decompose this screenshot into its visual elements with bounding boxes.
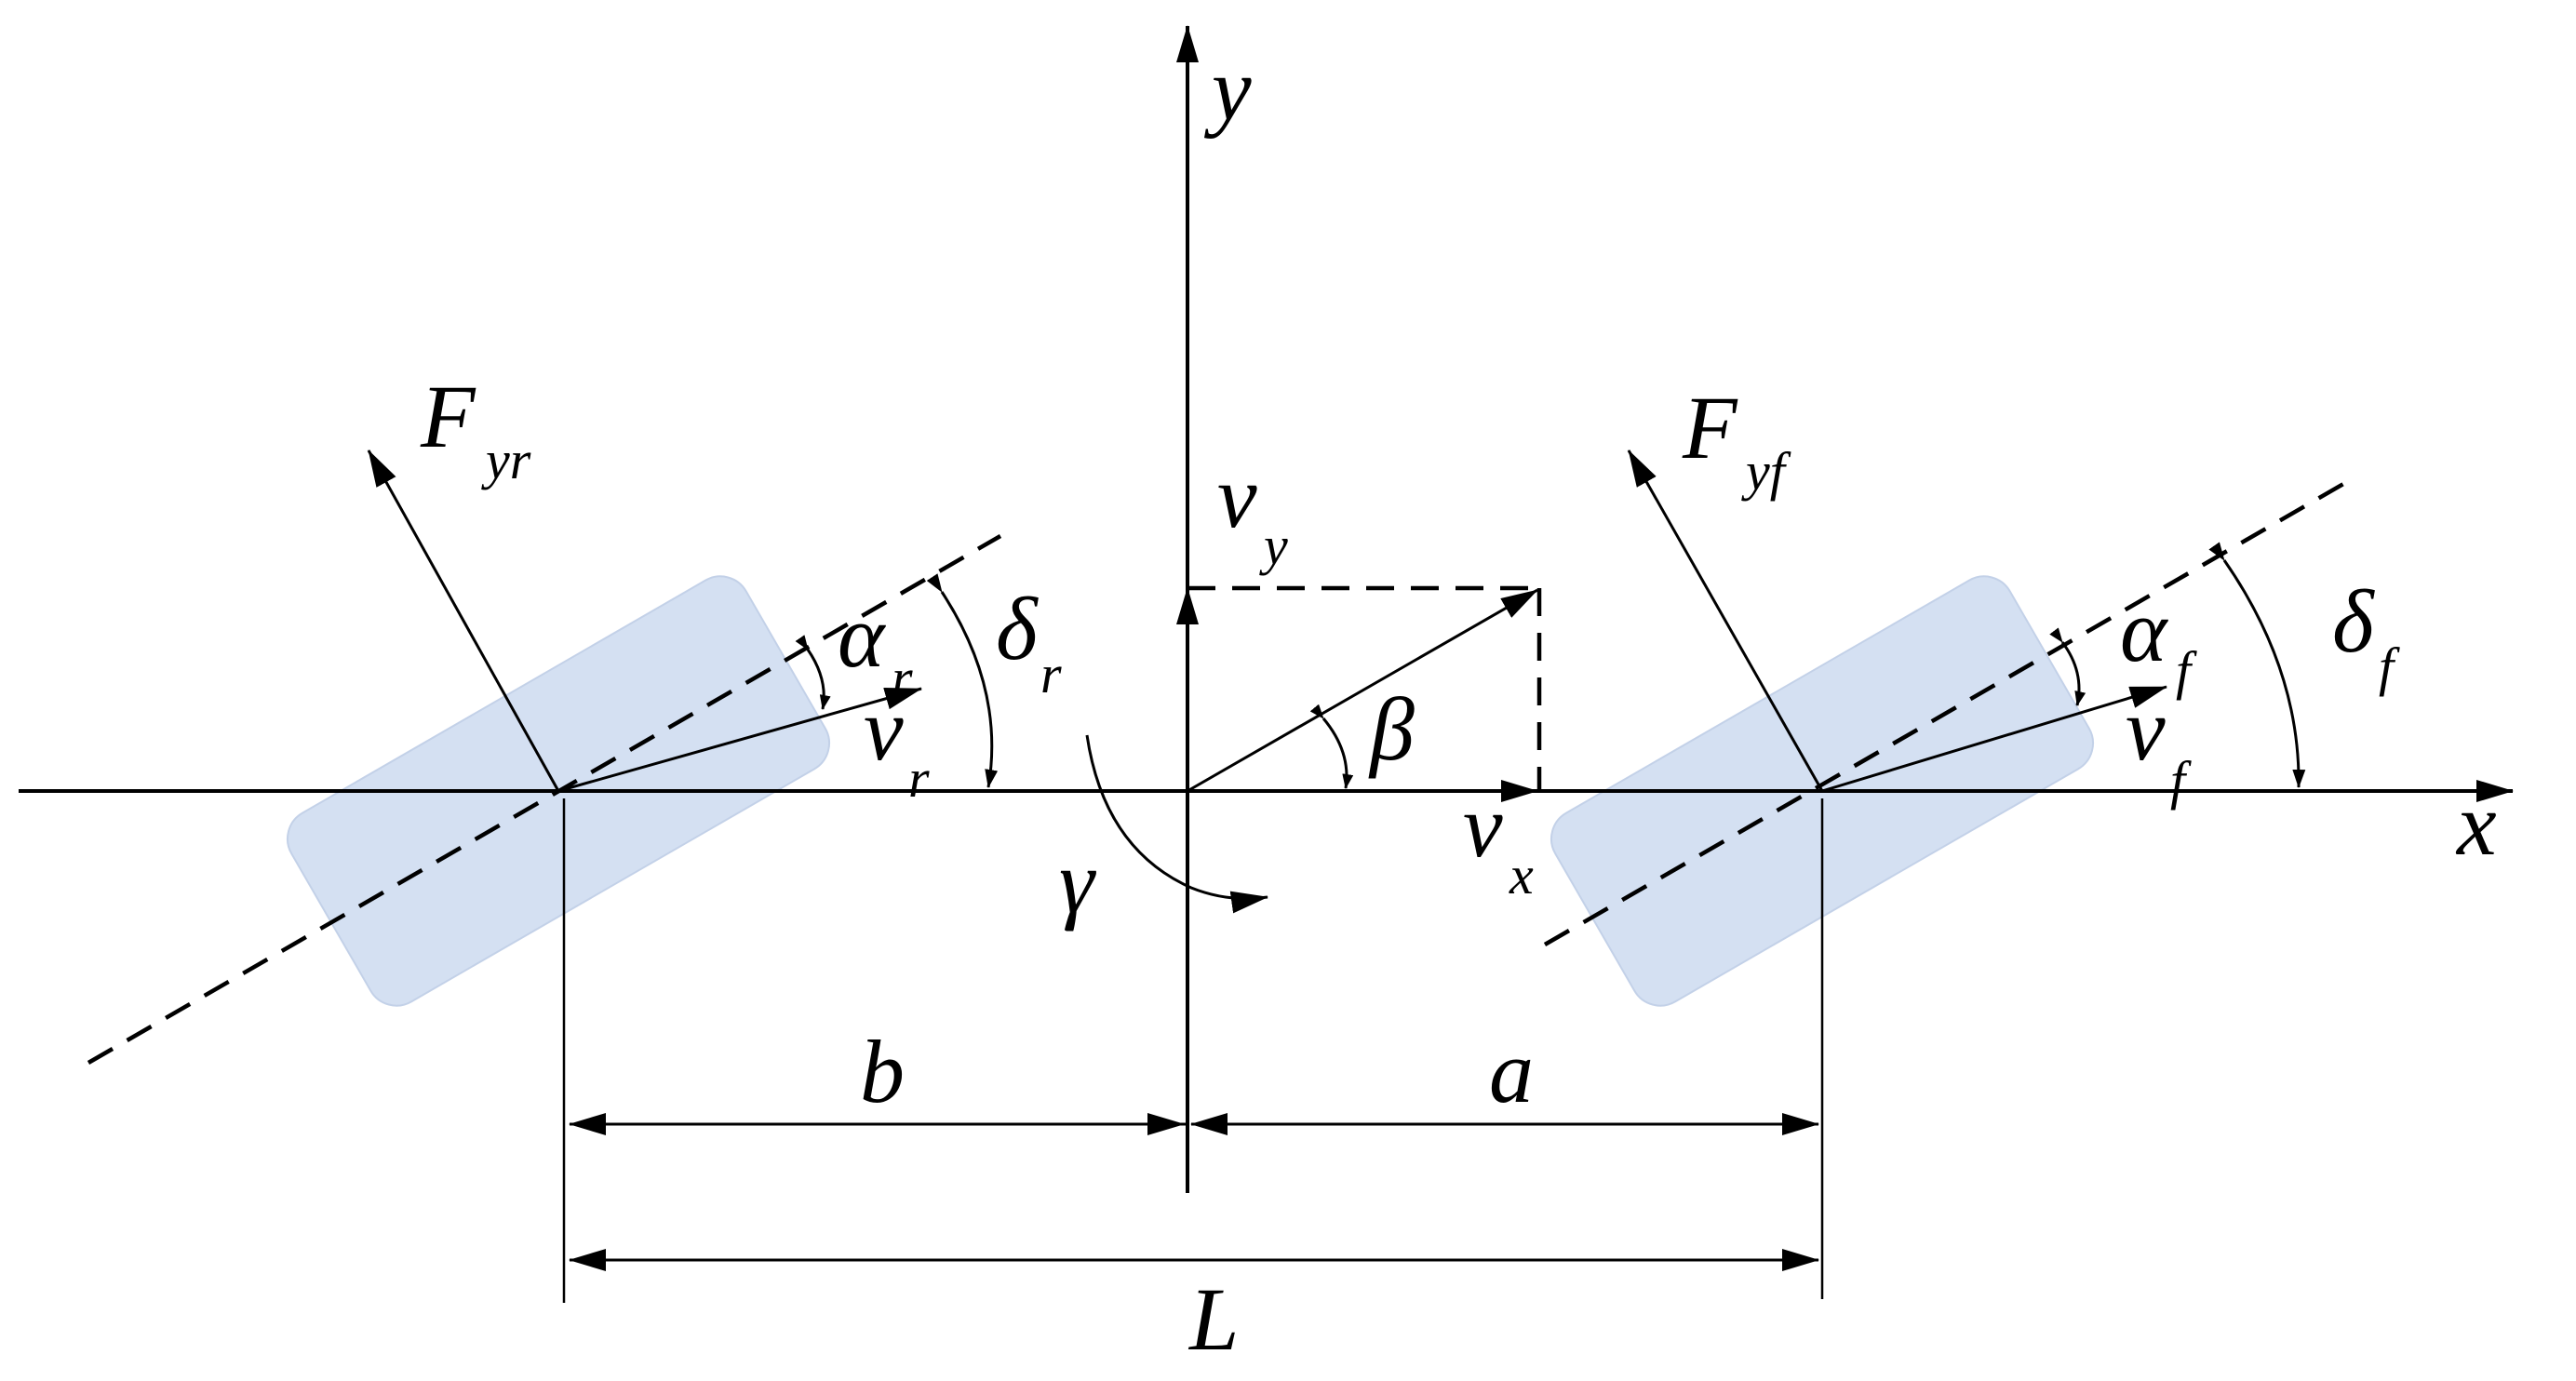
delta-f-angle-arc — [2208, 542, 2306, 788]
delta-r-subscript: r — [1040, 644, 1062, 704]
alpha-f-angle-arc — [2049, 627, 2086, 706]
front-wheel-centerline — [1543, 478, 2352, 946]
vx-subscript: x — [1509, 845, 1534, 905]
beta-label: β — [1368, 679, 1415, 779]
gamma-label: γ — [1059, 832, 1096, 932]
delta-r-label: δ — [996, 579, 1039, 678]
alpha-r-subscript: r — [892, 648, 913, 708]
vf-label: v — [2126, 679, 2166, 779]
rear-wheel-velocity-arrow — [557, 687, 922, 793]
front-lateral-force-label: F — [1682, 378, 1738, 477]
alpha-r-angle-arc — [795, 635, 831, 710]
alpha-f-label: α — [2120, 581, 2168, 680]
delta-f-label: δ — [2332, 571, 2375, 671]
vy-label: v — [1217, 447, 1257, 546]
front-lateral-force-arrow — [1627, 449, 1824, 792]
beta-angle-arc — [1309, 704, 1354, 789]
rear-lateral-force-subscript: yr — [481, 430, 531, 490]
vx-label: v — [1463, 776, 1503, 876]
yaw-rate-arc — [1085, 734, 1268, 914]
x-axis-label: x — [2455, 774, 2497, 874]
y-axis-label: y — [1203, 39, 1252, 139]
dimension-L-label: L — [1187, 1269, 1239, 1369]
dimension-b-label: b — [860, 1022, 905, 1121]
delta-f-subscript: f — [2379, 637, 2400, 697]
delta-r-angle-arc — [926, 573, 999, 788]
front-wheel-velocity-arrow — [1821, 685, 2167, 793]
front-lateral-force-subscript: yf — [1741, 441, 1791, 502]
vr-label: v — [864, 679, 904, 779]
vy-subscript: y — [1259, 516, 1288, 576]
velocity-vector — [1187, 588, 1538, 793]
dimension-a-label: a — [1489, 1022, 1534, 1121]
alpha-f-subscript: f — [2176, 640, 2197, 701]
vr-subscript: r — [908, 748, 930, 809]
vf-subscript: f — [2170, 750, 2192, 811]
alpha-r-label: α — [838, 586, 886, 686]
rear-lateral-force-label: F — [420, 367, 476, 466]
rear-lateral-force-arrow — [367, 449, 560, 792]
